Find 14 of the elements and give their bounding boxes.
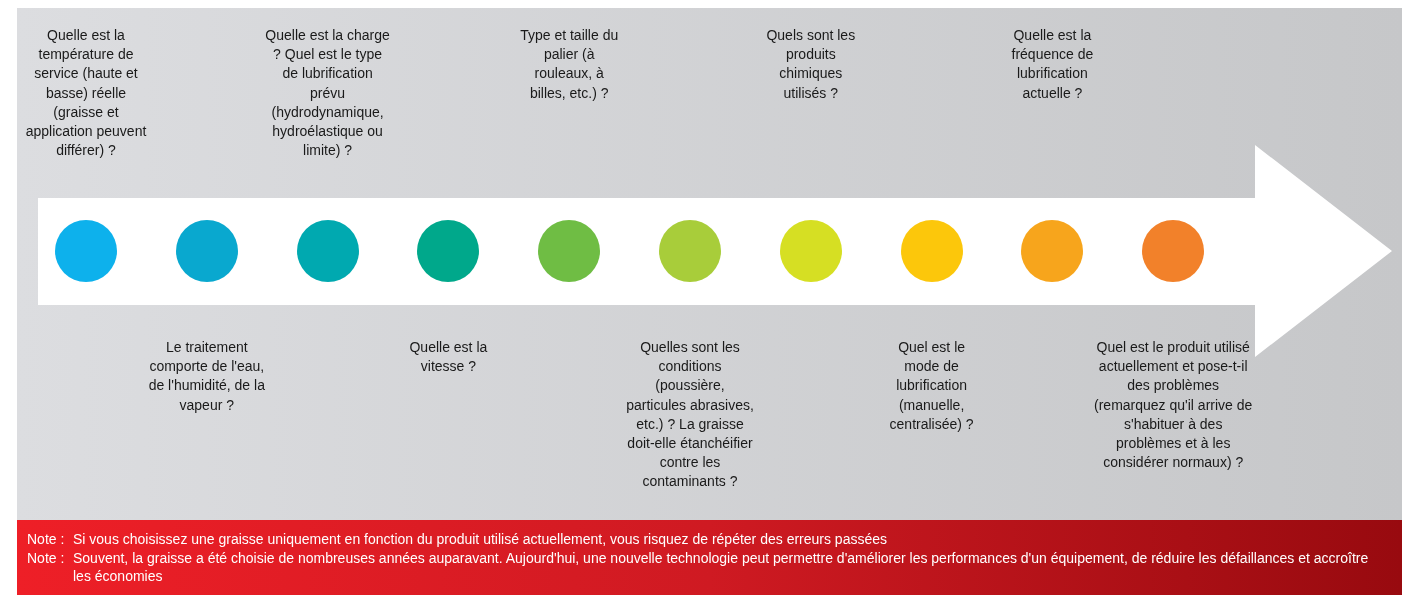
- question-text: Quelle est la charge ? Quel est le type de lubrification prévu (hydrodynamique, hydroélastique ou limite) ?: [264, 26, 391, 161]
- question-text: Le traitement comporte de l'eau, de l'humidité, de la vapeur ?: [147, 338, 266, 415]
- question-text: Quelles sont les conditions (poussière, particules abrasives, etc.) ? La graisse doit-elle étanchéifier contre les contaminants ?: [625, 338, 755, 492]
- note-text: Souvent, la graisse a été choisie de nombreuses années auparavant. Aujourd'hui, une nouvelle technologie peut permettre d'améliorer les performances d'un équipement, de réduire les défaillances et accroître les économies: [73, 549, 1370, 585]
- note-label: Note :: [27, 549, 65, 567]
- question-text: Quel est le produit utilisé actuellement et pose-t-il des problèmes (remarquez qu'il arrive de s'habituer à des problèmes et à les considérer normaux) ?: [1093, 338, 1254, 473]
- question-text: Quel est le mode de lubrification (manuelle, centralisée) ?: [888, 338, 975, 434]
- note-label: Note :: [27, 530, 65, 548]
- question-text: Type et taille du palier (à rouleaux, à billes, etc.) ?: [519, 26, 620, 103]
- note-text: Si vous choisissez une graisse uniquement en fonction du produit utilisé actuellement, vous risquez de répéter des erreurs passées: [73, 530, 888, 548]
- question-text: Quelle est la vitesse ?: [408, 338, 489, 377]
- question-text: Quelle est la température de service (haute et basse) réelle (graisse et application peuvent différer) ?: [24, 26, 148, 161]
- question-text: Quels sont les produits chimiques utilisés ?: [765, 26, 857, 103]
- question-text: Quelle est la fréquence de lubrification actuelle ?: [1010, 26, 1095, 103]
